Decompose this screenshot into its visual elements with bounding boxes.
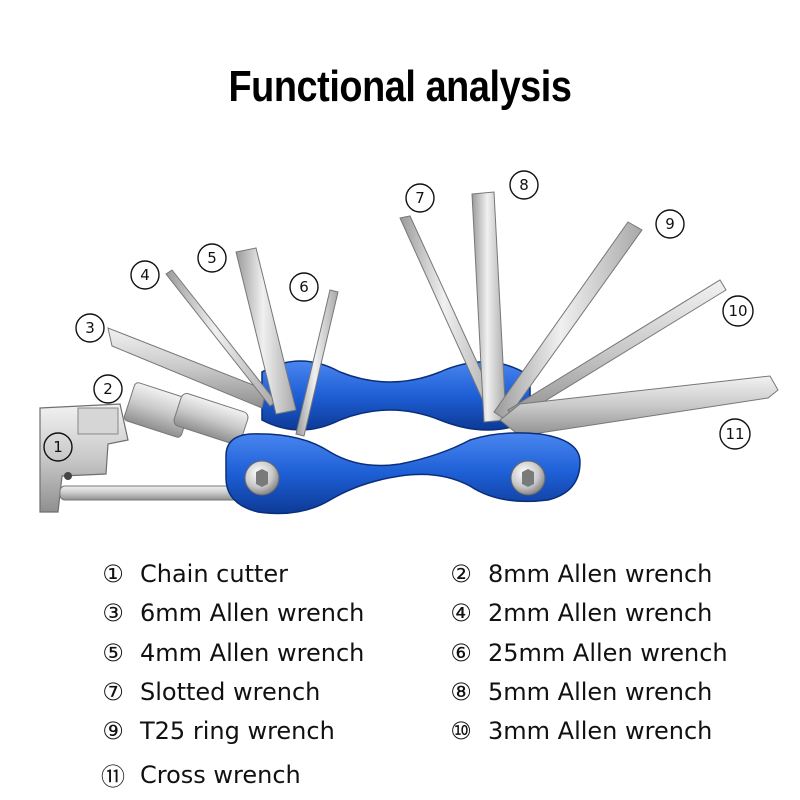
legend-number: ⑧ <box>450 678 472 706</box>
legend-label: Chain cutter <box>140 560 289 588</box>
legend-label: 4mm Allen wrench <box>140 639 365 667</box>
tool-8mm-allen-socket <box>123 382 249 445</box>
legend-item-1: ① Chain cutter <box>98 560 288 588</box>
callout-7: 7 <box>405 183 435 213</box>
tool-25mm-allen-wrench <box>295 289 339 437</box>
callout-1-text: 1 <box>53 438 63 456</box>
legend-label: Cross wrench <box>140 760 301 789</box>
callout-8: 8 <box>509 170 539 200</box>
legend-number: ⑩ <box>450 717 472 745</box>
legend-number: ⑦ <box>102 678 124 706</box>
callout-5-text: 5 <box>207 249 217 267</box>
legend-label: 3mm Allen wrench <box>488 717 713 745</box>
callout-11-text: 11 <box>725 425 744 443</box>
legend-number: ② <box>450 560 472 588</box>
legend-label: 5mm Allen wrench <box>488 678 713 706</box>
callout-2: 2 <box>93 374 123 404</box>
legend-number: ⑥ <box>450 639 472 667</box>
callouts: 1 2 3 4 5 6 7 8 9 10 11 <box>43 170 754 462</box>
legend-label: 6mm Allen wrench <box>140 599 365 627</box>
legend-item-9: ⑨ T25 ring wrench <box>98 717 335 745</box>
callout-9-text: 9 <box>665 215 675 233</box>
legend-item-6: ⑥ 25mm Allen wrench <box>446 639 728 667</box>
legend-number: ④ <box>450 599 472 627</box>
legend: ① Chain cutter ② 8mm Allen wrench ③ 6mm … <box>0 555 800 800</box>
legend-label: Slotted wrench <box>140 678 321 706</box>
left-pivot-bolt <box>244 460 280 496</box>
right-pivot-bolt <box>510 460 546 496</box>
callout-3-text: 3 <box>85 319 95 337</box>
tool-t25-ring-wrench <box>493 221 643 421</box>
callout-7-text: 7 <box>415 189 425 207</box>
callout-4-text: 4 <box>140 266 150 284</box>
callout-1: 1 <box>43 432 73 462</box>
callout-5: 5 <box>197 243 227 273</box>
callout-2-text: 2 <box>103 380 113 398</box>
callout-10: 10 <box>722 295 754 327</box>
tool-6mm-allen-wrench <box>107 327 267 409</box>
legend-item-11: ⑪ Cross wrench <box>98 757 301 792</box>
legend-item-8: ⑧ 5mm Allen wrench <box>446 678 712 706</box>
callout-3: 3 <box>75 313 105 343</box>
callout-6: 6 <box>289 272 319 302</box>
callout-11: 11 <box>719 418 751 450</box>
legend-label: 25mm Allen wrench <box>488 639 728 667</box>
callout-9: 9 <box>655 209 685 239</box>
legend-number: ③ <box>102 599 124 627</box>
legend-number: ⑨ <box>102 717 124 745</box>
page-title: Functional analysis <box>228 62 572 111</box>
callout-4: 4 <box>130 260 160 290</box>
legend-label: 2mm Allen wrench <box>488 599 713 627</box>
legend-item-5: ⑤ 4mm Allen wrench <box>98 639 364 667</box>
callout-8-text: 8 <box>519 176 529 194</box>
legend-number: ⑤ <box>102 639 124 667</box>
legend-label: 8mm Allen wrench <box>488 560 713 588</box>
legend-item-3: ③ 6mm Allen wrench <box>98 599 364 627</box>
legend-item-7: ⑦ Slotted wrench <box>98 678 320 706</box>
callout-6-text: 6 <box>299 278 309 296</box>
legend-item-2: ② 8mm Allen wrench <box>446 560 712 588</box>
legend-number: ① <box>102 560 124 588</box>
tool-4mm-allen-wrench <box>235 247 297 415</box>
legend-number: ⑪ <box>101 763 125 791</box>
callout-10-text: 10 <box>728 302 747 320</box>
front-body-plate <box>225 432 581 515</box>
tool-chain-cutter <box>39 403 251 513</box>
legend-label: T25 ring wrench <box>140 717 335 745</box>
legend-item-10: ⑩ 3mm Allen wrench <box>446 717 712 745</box>
legend-item-4: ④ 2mm Allen wrench <box>446 599 712 627</box>
